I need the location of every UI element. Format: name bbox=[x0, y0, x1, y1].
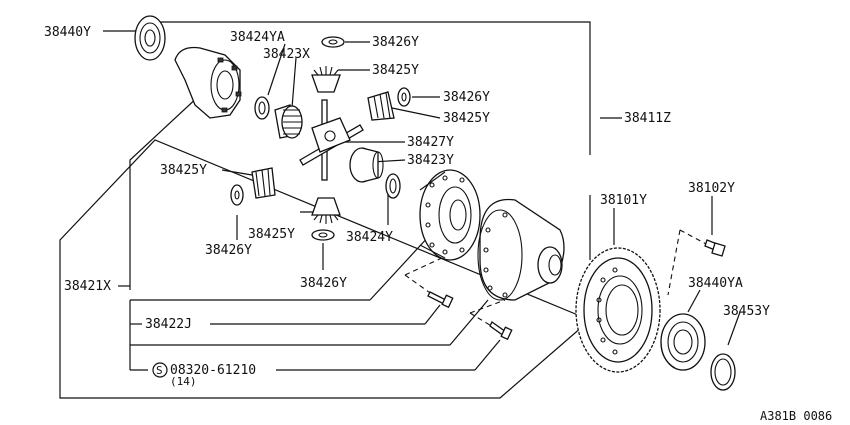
label-38423Y: 38423Y bbox=[407, 153, 454, 168]
label-38411Z: 38411Z bbox=[624, 111, 671, 126]
label-38453Y: 38453Y bbox=[723, 304, 770, 319]
pinion-gear-left bbox=[251, 167, 276, 199]
differential-case bbox=[174, 46, 242, 119]
side-bearing-right bbox=[660, 313, 706, 371]
label-38423X: 38423X bbox=[263, 47, 310, 62]
pinion-washer-left-hole bbox=[234, 190, 240, 200]
label-38427Y: 38427Y bbox=[407, 135, 454, 150]
label-38424Y: 38424Y bbox=[346, 230, 393, 245]
pinion-washer-top-hole bbox=[328, 39, 338, 45]
pinion-washer-left bbox=[230, 184, 244, 206]
label-38101Y: 38101Y bbox=[600, 193, 647, 208]
bolt-symbol-circle bbox=[152, 362, 168, 378]
label-38424YA: 38424YA bbox=[230, 30, 285, 45]
pinion-washer-right bbox=[397, 87, 411, 107]
label-38102Y: 38102Y bbox=[688, 181, 735, 196]
label-38440Y: 38440Y bbox=[44, 25, 91, 40]
final-drive-gear-38101Y bbox=[575, 247, 661, 373]
side-gear-38423Y bbox=[349, 147, 384, 183]
pinion-washer-top bbox=[321, 36, 345, 48]
pinion-washer-bottom-hole bbox=[318, 232, 328, 238]
thrust-washer-38424Y bbox=[385, 173, 401, 199]
bolt-symbol-letter: S bbox=[156, 364, 163, 377]
pinion-washer-bottom bbox=[311, 229, 335, 241]
figure-reference: A381B 0086 bbox=[760, 409, 832, 423]
thrust-washer-38424YA bbox=[254, 96, 270, 120]
pinion-gear-right bbox=[367, 91, 395, 121]
pinion-gear-top bbox=[311, 66, 341, 93]
label-38426Y-left: 38426Y bbox=[205, 243, 252, 258]
label-38426Y-bottom: 38426Y bbox=[300, 276, 347, 291]
retainer-ring-38453Y bbox=[710, 353, 736, 391]
label-38422J: 38422J bbox=[145, 317, 192, 332]
label-38425Y-top: 38425Y bbox=[372, 63, 419, 78]
leader-lines bbox=[103, 30, 741, 371]
label-38426Y-right: 38426Y bbox=[443, 90, 490, 105]
label-bolt-qty: (14) bbox=[170, 375, 197, 388]
pinion-shaft-38427Y bbox=[299, 99, 364, 181]
label-38425Y-left: 38425Y bbox=[160, 163, 207, 178]
side-bearing-left bbox=[134, 15, 166, 61]
assembly-frame-inner bbox=[129, 94, 201, 290]
pinion-washer-right-hole bbox=[401, 92, 407, 102]
gear-bolt-38102Y bbox=[704, 239, 726, 257]
case-half-body bbox=[477, 198, 565, 301]
label-38440YA: 38440YA bbox=[688, 276, 743, 291]
pinion-gear-bottom bbox=[311, 197, 341, 224]
label-38425Y-bottom: 38425Y bbox=[248, 227, 295, 242]
case-bolt-upper bbox=[427, 291, 454, 309]
side-gear-38423X bbox=[274, 104, 303, 139]
case-bolt-lower bbox=[489, 321, 513, 341]
label-38421X: 38421X bbox=[64, 279, 111, 294]
case-half-flange bbox=[419, 169, 481, 261]
label-38426Y-top: 38426Y bbox=[372, 35, 419, 50]
assembly-frame bbox=[59, 21, 592, 399]
label-38425Y-right: 38425Y bbox=[443, 111, 490, 126]
label-bolt-part: 08320-61210 bbox=[170, 363, 256, 378]
